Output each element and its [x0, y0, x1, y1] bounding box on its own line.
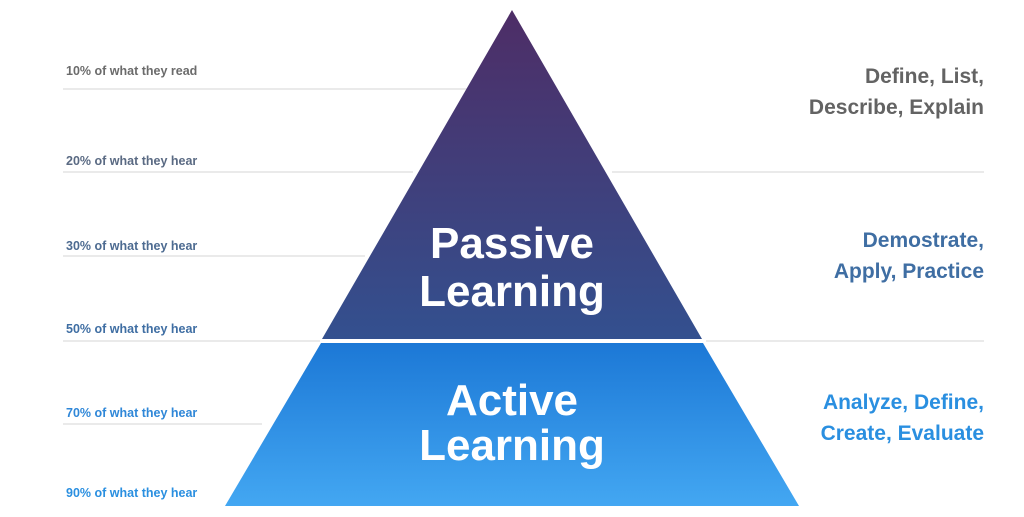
- verbs-demonstrate-line2: Apply, Practice: [834, 260, 984, 283]
- verbs-read-line1: Define, List,: [865, 65, 984, 88]
- retention-label: 10% of what they read: [66, 64, 197, 78]
- verbs-analyze-line1: Analyze, Define,: [823, 391, 984, 414]
- verbs-read-line2: Describe, Explain: [809, 96, 984, 119]
- verbs-analyze-line2: Create, Evaluate: [821, 422, 984, 445]
- retention-label: 90% of what they hear: [66, 486, 197, 500]
- passive-learning-triangle: [322, 10, 702, 339]
- active-title-line2: Learning: [419, 421, 605, 470]
- active-learning-trapezoid: [225, 343, 799, 506]
- retention-label: 50% of what they hear: [66, 322, 197, 336]
- verbs-demonstrate-line1: Demostrate,: [863, 229, 984, 252]
- retention-label: 20% of what they hear: [66, 154, 197, 168]
- retention-label: 70% of what they hear: [66, 406, 197, 420]
- active-title-line1: Active: [446, 376, 578, 425]
- retention-label: 30% of what they hear: [66, 239, 197, 253]
- passive-title-line2: Learning: [419, 267, 605, 316]
- passive-title-line1: Passive: [430, 219, 594, 268]
- level-divider-lines: [63, 88, 984, 425]
